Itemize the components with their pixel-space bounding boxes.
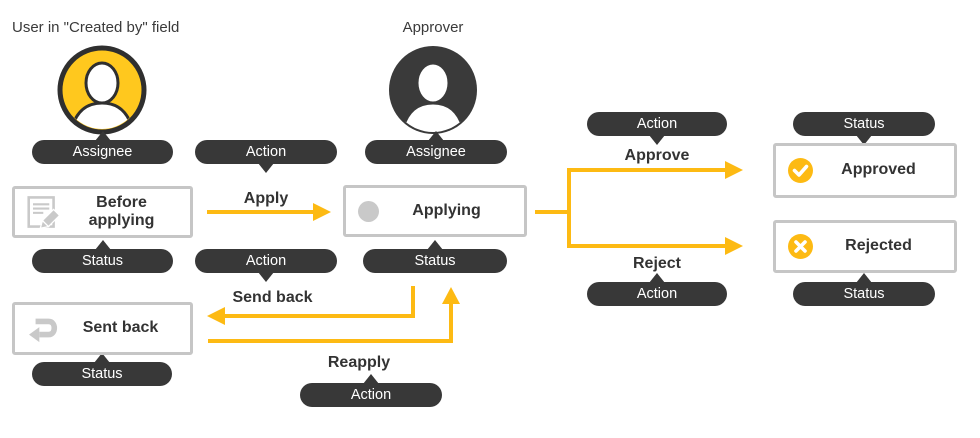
- reapply-action-label: Reapply: [327, 354, 391, 371]
- status-pill-rejected: Status: [793, 282, 935, 306]
- rejected-box: Rejected: [773, 220, 957, 273]
- status-pill-sent-back: Status: [32, 362, 172, 386]
- creator-avatar-icon: [57, 45, 147, 135]
- rejected-label: Rejected: [845, 237, 912, 255]
- status-pill-applying: Status: [363, 249, 507, 273]
- applying-box: Applying: [343, 185, 527, 237]
- x-circle-icon: [788, 234, 813, 259]
- creator-field-label: User in "Created by" field: [12, 19, 180, 36]
- before-applying-box: Before applying: [12, 186, 193, 238]
- apply-action-label: Apply: [243, 190, 289, 207]
- applying-label: Applying: [412, 201, 481, 219]
- action-pill-send-back: Action: [195, 249, 337, 273]
- return-arrow-icon: [27, 314, 61, 343]
- action-pill-apply: Action: [195, 140, 337, 164]
- approver-avatar-icon: [388, 45, 478, 135]
- approved-box: Approved: [773, 143, 957, 198]
- action-pill-reapply: Action: [300, 383, 442, 407]
- action-pill-approve: Action: [587, 112, 727, 136]
- approve-action-label: Approve: [624, 147, 690, 164]
- approver-label: Approver: [402, 19, 464, 36]
- check-circle-icon: [788, 158, 813, 183]
- send-back-action-label: Send back: [232, 289, 313, 306]
- sent-back-label: Sent back: [82, 319, 159, 337]
- action-pill-reject: Action: [587, 282, 727, 306]
- assignee-pill-creator: Assignee: [32, 140, 173, 164]
- status-pill-approved: Status: [793, 112, 935, 136]
- gray-dot-icon: [358, 200, 379, 222]
- before-applying-label: Before applying: [88, 193, 155, 229]
- status-pill-before-applying: Status: [32, 249, 173, 273]
- approved-label: Approved: [841, 161, 916, 179]
- document-edit-icon: [27, 195, 63, 229]
- reject-action-label: Reject: [632, 255, 682, 272]
- assignee-pill-approver: Assignee: [365, 140, 507, 164]
- sent-back-box: Sent back: [12, 302, 193, 355]
